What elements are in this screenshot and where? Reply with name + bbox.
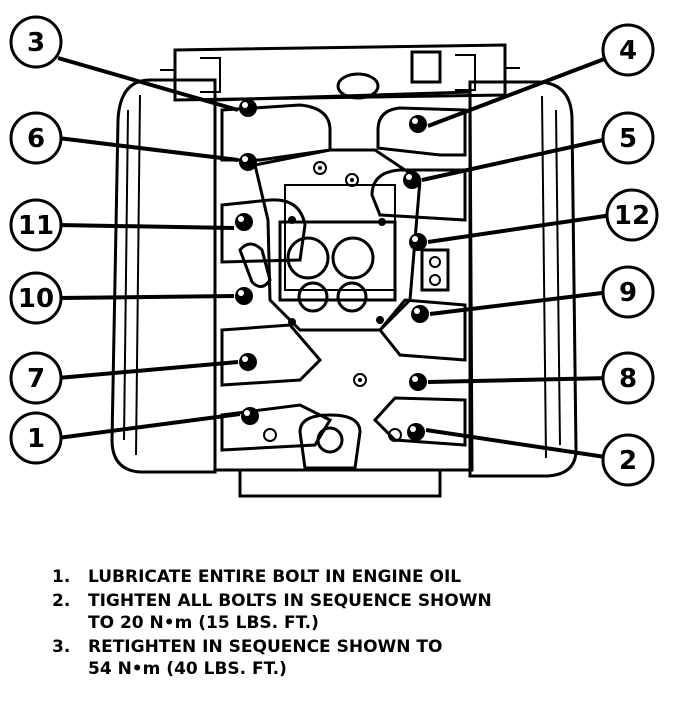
callout-1: 1 — [9, 411, 63, 465]
callout-label: 12 — [614, 201, 650, 231]
note-text: TIGHTEN ALL BOLTS IN SEQUENCE SHOWN — [88, 591, 492, 611]
callout-9: 9 — [601, 265, 655, 319]
callout-label: 4 — [619, 36, 637, 66]
note-text: 54 N•m (40 LBS. FT.) — [88, 659, 287, 679]
note-item: 2. TIGHTEN ALL BOLTS IN SEQUENCE SHOWN T… — [52, 590, 672, 634]
note-number: 1. — [52, 567, 71, 587]
callout-label: 7 — [27, 364, 45, 394]
note-item: 3. RETIGHTEN IN SEQUENCE SHOWN TO 54 N•m… — [52, 636, 672, 680]
note-number: 3. — [52, 637, 71, 657]
note-item: 1. LUBRICATE ENTIRE BOLT IN ENGINE OIL — [52, 566, 672, 588]
callout-3: 3 — [9, 15, 63, 69]
leader-lines — [57, 48, 629, 460]
callout-8: 8 — [601, 351, 655, 405]
callout-label: 9 — [619, 278, 637, 308]
intake-manifold-diagram: 3 4 6 5 11 12 10 9 7 8 1 2 — [9, 15, 659, 498]
callout-6: 6 — [9, 111, 63, 165]
bolt-heads — [235, 99, 429, 441]
callout-12: 12 — [605, 188, 659, 242]
note-number: 2. — [52, 591, 71, 611]
callout-7: 7 — [9, 351, 63, 405]
note-text: LUBRICATE ENTIRE BOLT IN ENGINE OIL — [88, 567, 462, 587]
callout-label: 3 — [27, 28, 45, 58]
callout-label: 2 — [619, 446, 637, 476]
callout-5: 5 — [601, 111, 655, 165]
callout-label: 11 — [18, 211, 54, 241]
callout-label: 6 — [27, 124, 45, 154]
callout-label: 1 — [27, 424, 45, 454]
callout-label: 10 — [18, 284, 54, 314]
note-text: TO 20 N•m (15 LBS. FT.) — [88, 613, 319, 633]
callout-4: 4 — [601, 23, 655, 77]
callout-2: 2 — [601, 433, 655, 487]
callout-label: 5 — [619, 124, 637, 154]
instruction-notes: 1. LUBRICATE ENTIRE BOLT IN ENGINE OIL 2… — [52, 566, 672, 682]
manifold-drawing — [110, 43, 578, 498]
note-text: RETIGHTEN IN SEQUENCE SHOWN TO — [88, 637, 443, 657]
callout-label: 8 — [619, 364, 637, 394]
callout-10: 10 — [9, 271, 63, 325]
callout-11: 11 — [9, 198, 63, 252]
